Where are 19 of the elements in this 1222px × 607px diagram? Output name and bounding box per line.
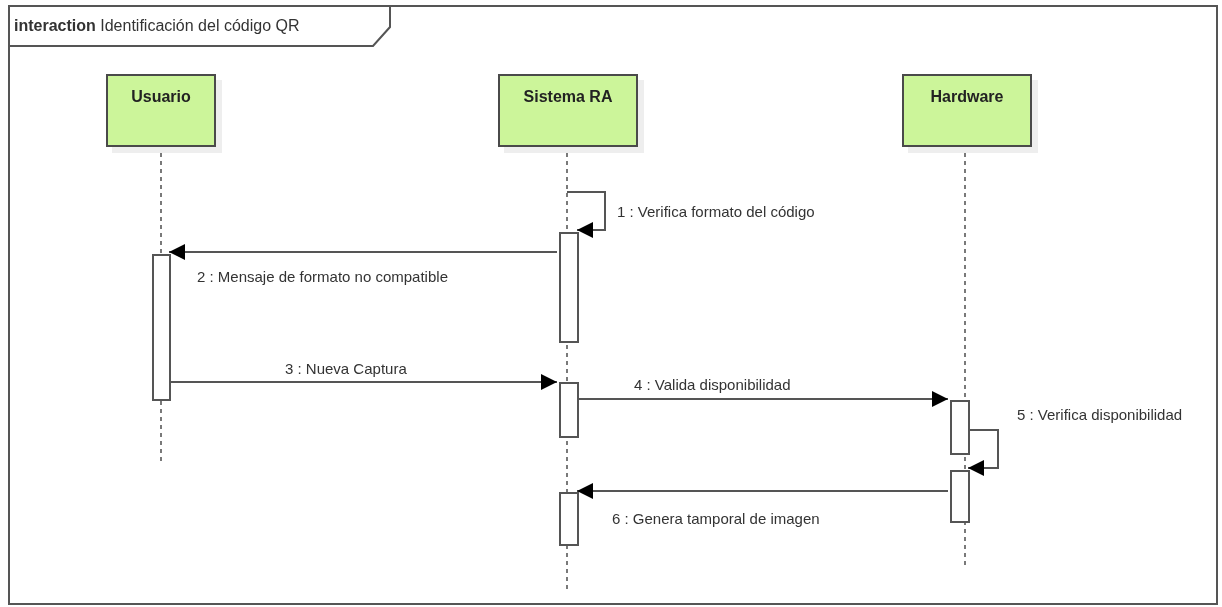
message-arrow <box>576 483 949 499</box>
message-arrow <box>566 191 606 238</box>
activation-bar <box>950 470 970 523</box>
message-arrow <box>168 374 558 390</box>
message-label: 1 : Verifica formato del código <box>617 203 815 221</box>
activation-bar <box>950 400 970 455</box>
activation-bar <box>559 232 579 343</box>
message-label: 6 : Genera tamporal de imagen <box>612 510 820 528</box>
message-arrow <box>168 244 558 260</box>
message-arrow <box>576 391 949 407</box>
activation-bar <box>559 382 579 438</box>
message-label: 2 : Mensaje de formato no compatible <box>197 268 448 286</box>
message-label: 4 : Valida disponibilidad <box>634 376 791 394</box>
message-arrow <box>967 429 999 476</box>
interaction-frame <box>8 5 1218 605</box>
activation-bar <box>559 492 579 546</box>
activation-bar <box>152 254 171 401</box>
frame-title: interaction Identificación del código QR <box>14 17 300 35</box>
message-label: 5 : Verifica disponibilidad <box>1017 406 1183 424</box>
